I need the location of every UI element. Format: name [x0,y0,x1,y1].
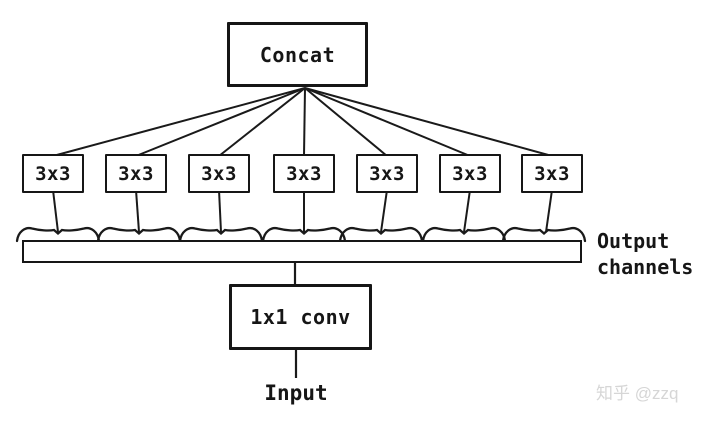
drop-line [218,189,222,233]
fan-line [304,87,553,157]
conv3x3-label: 3x3 [201,162,237,185]
drop-line [545,189,553,233]
input-label: Input [264,381,328,405]
conv3x3-label: 3x3 [534,162,570,185]
fan-line [303,87,306,157]
drop-line [135,189,140,233]
conv3x3-label: 3x3 [35,162,71,185]
conv3x3-node: 3x3 [356,154,418,193]
conv3x3-node: 3x3 [439,154,501,193]
conv3x3-label: 3x3 [118,162,154,185]
conv3x3-label: 3x3 [369,162,405,185]
fan-line [304,87,388,157]
fan-line [135,87,306,157]
output-channels-bar [22,240,582,263]
conv1x1-label: 1x1 conv [250,305,351,329]
drop-line [380,189,388,233]
conv3x3-node: 3x3 [105,154,167,193]
conv1x1-node: 1x1 conv [229,284,372,350]
conv3x3-node: 3x3 [521,154,583,193]
conv3x3-label: 3x3 [452,162,488,185]
conv3x3-node: 3x3 [22,154,84,193]
fan-line [304,87,471,157]
watermark: 知乎 @zzq [596,384,679,403]
drop-line [463,189,471,233]
concat-node: Concat [227,22,368,87]
concat-label: Concat [259,42,336,67]
drop-line [52,189,59,233]
output-channels-label-line1: Output [597,229,670,253]
conv3x3-node: 3x3 [273,154,335,193]
output-channels-label: Output channels [597,228,693,280]
fan-line [218,87,306,157]
conv3x3-label: 3x3 [286,162,322,185]
conv3x3-node: 3x3 [188,154,250,193]
fan-line [52,87,306,157]
output-channels-label-line2: channels [597,255,694,279]
